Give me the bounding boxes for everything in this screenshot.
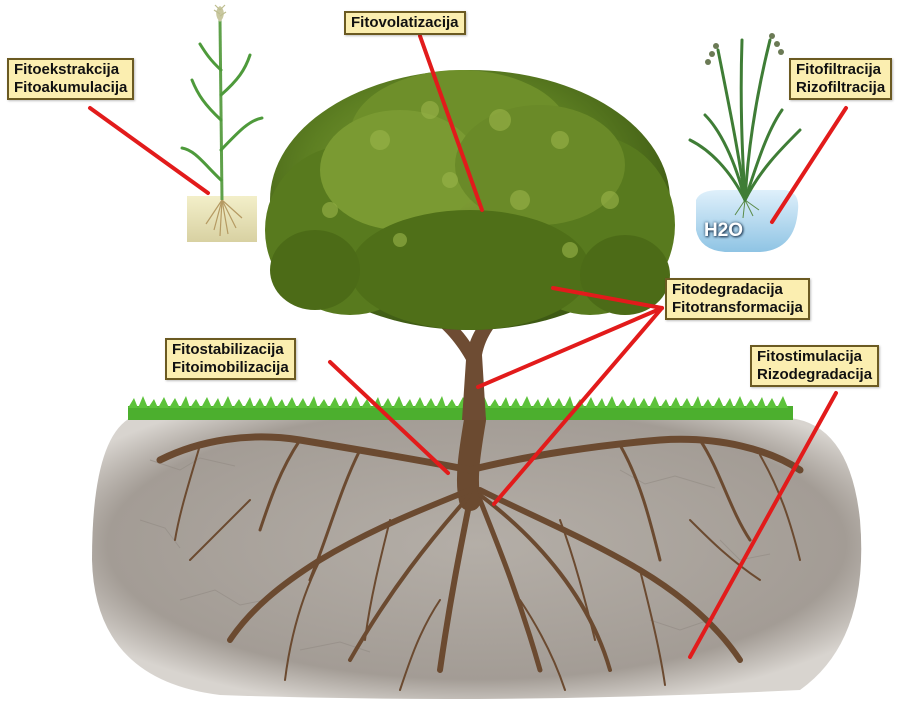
label-line: Fitoimobilizacija xyxy=(172,359,289,377)
pointer-fitofiltracija xyxy=(772,108,846,222)
label-fitovolatizacija: Fitovolatizacija xyxy=(344,11,466,35)
label-line: Fitoekstrakcija xyxy=(14,61,127,79)
label-line: Fitotransformacija xyxy=(672,299,803,317)
label-line: Fitoakumulacija xyxy=(14,79,127,97)
grass-icon xyxy=(128,396,793,420)
label-line: Fitostabilizacija xyxy=(172,341,289,359)
label-fitoekstrakcija: Fitoekstrakcija Fitoakumulacija xyxy=(7,58,134,100)
label-line: Fitovolatizacija xyxy=(351,14,459,32)
water-label: H2O xyxy=(704,220,743,242)
label-fitofiltracija: Fitofiltracija Rizofiltracija xyxy=(789,58,892,100)
label-line: Fitofiltracija xyxy=(796,61,885,79)
label-fitodegradacija: Fitodegradacija Fitotransformacija xyxy=(665,278,810,320)
label-line: Rizofiltracija xyxy=(796,79,885,97)
label-fitostabilizacija: Fitostabilizacija Fitoimobilizacija xyxy=(165,338,296,380)
label-line: Fitostimulacija xyxy=(757,348,872,366)
label-fitostimulacija: Fitostimulacija Rizodegradacija xyxy=(750,345,879,387)
wheat-plant-icon xyxy=(182,5,262,242)
label-line: Fitodegradacija xyxy=(672,281,803,299)
label-line: Rizodegradacija xyxy=(757,366,872,384)
